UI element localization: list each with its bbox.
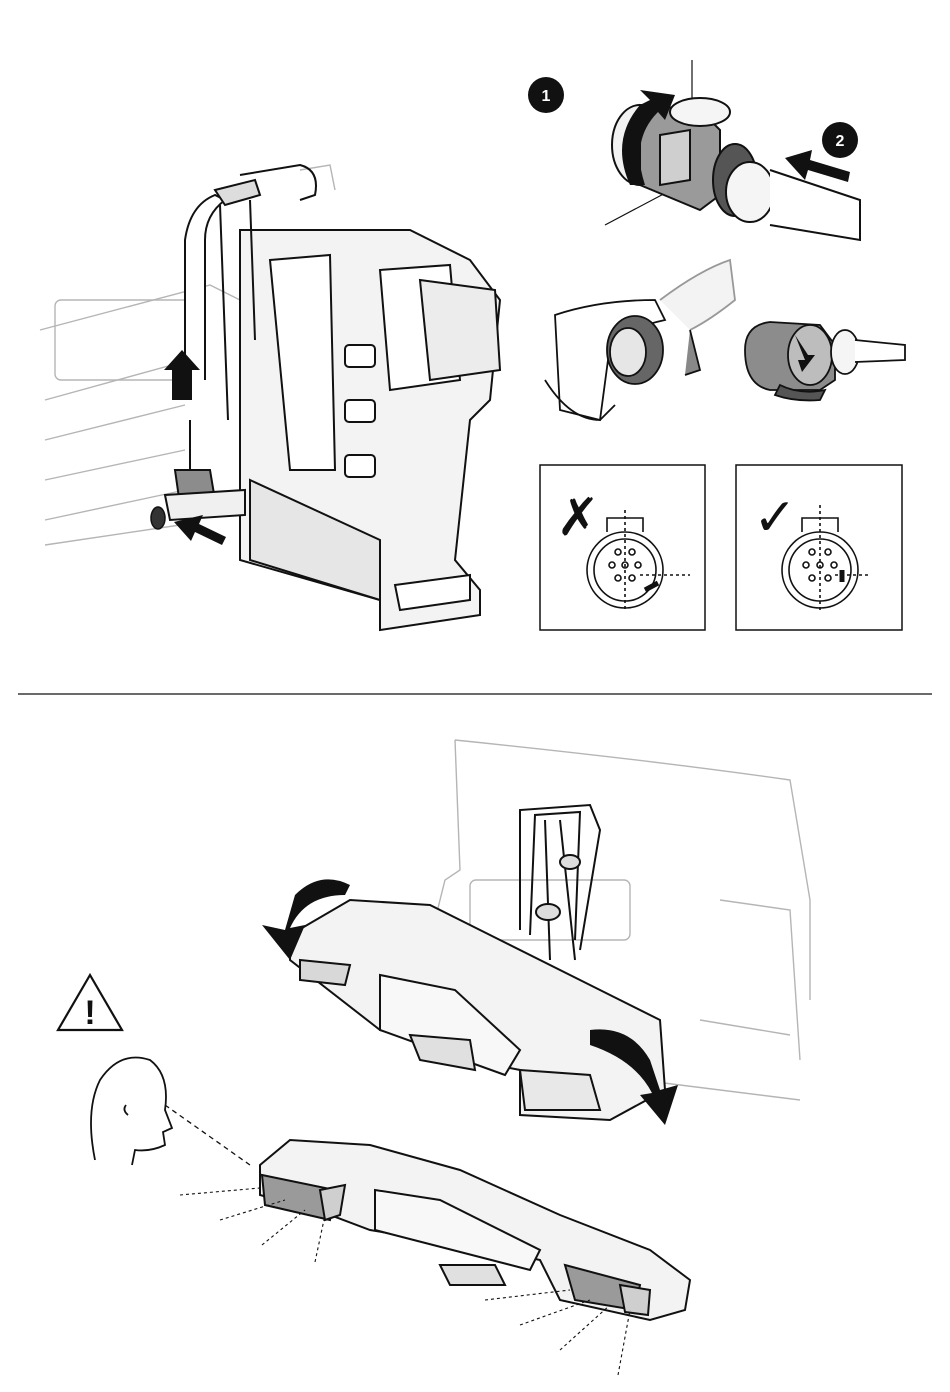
- warning-mark: !: [84, 994, 95, 1032]
- cross-mark-icon: ✗: [556, 489, 600, 547]
- carrier-body-folded: [165, 165, 500, 630]
- step-two-number: 2: [836, 133, 845, 150]
- hand-locking-plug: [545, 260, 735, 420]
- correct-pin-panel: ✓: [736, 465, 902, 630]
- carrier-lights-detail: [260, 1140, 690, 1320]
- unfolded-carrier-illustration: !: [58, 740, 810, 1375]
- plug-connection-illustration: 1 2: [528, 60, 905, 630]
- socket-cap: [151, 507, 165, 529]
- sight-line: [165, 1105, 250, 1165]
- person-head-icon: [91, 1058, 172, 1166]
- locked-plug: [745, 322, 905, 400]
- step-one-badge: 1: [528, 77, 564, 113]
- carrier-body-open: [290, 805, 665, 1120]
- check-mark-icon: ✓: [753, 489, 797, 547]
- incorrect-pin-panel: ✗: [540, 465, 705, 630]
- warning-triangle-icon: !: [58, 975, 122, 1032]
- step-two-badge: 2: [822, 122, 858, 158]
- step-one-number: 1: [542, 88, 551, 105]
- folded-carrier-illustration: [40, 165, 500, 630]
